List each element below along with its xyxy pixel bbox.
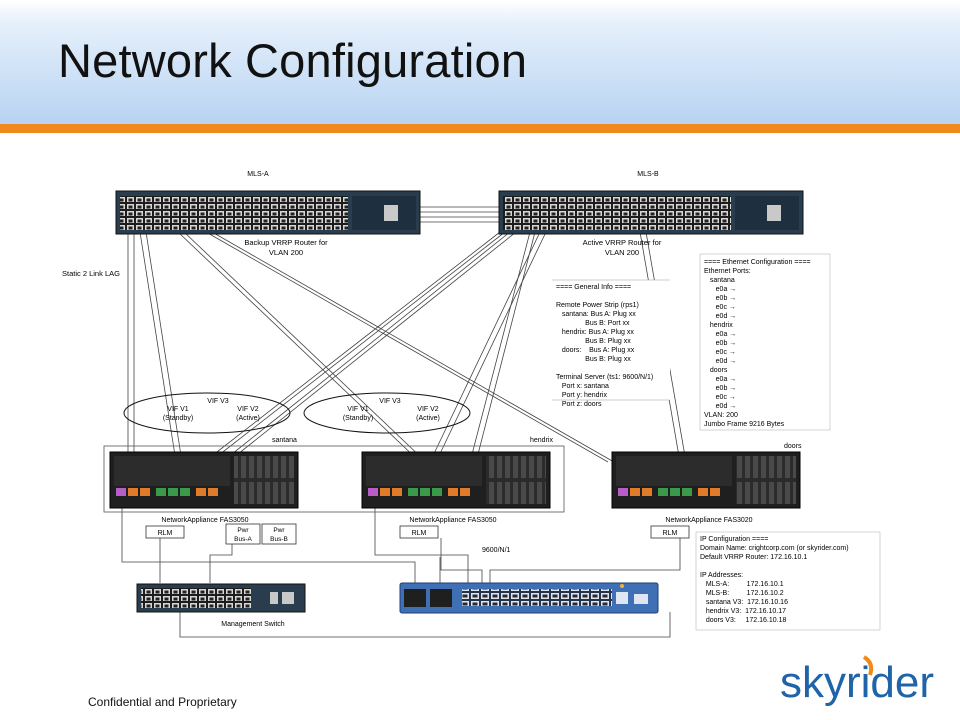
skyrider-logo: skyrider xyxy=(780,655,934,707)
vif-v1-label-santana: VIF V1 xyxy=(167,406,189,413)
svg-text:e0b →: e0b → xyxy=(704,295,736,302)
vif-v1-state-hendrix: (Standby) xyxy=(343,415,373,422)
mls-a-role-line2: VLAN 200 xyxy=(269,248,303,257)
mls-a-label: MLS-A xyxy=(247,171,269,178)
svg-text:Bus B: Plug xx: Bus B: Plug xx xyxy=(556,338,631,345)
svg-text:Bus B: Plug xx: Bus B: Plug xx xyxy=(556,356,631,363)
management-switch-label: Management Switch xyxy=(221,621,285,628)
svg-text:santana: santana xyxy=(704,277,735,284)
vif-v2-label-hendrix: VIF V2 xyxy=(417,406,439,413)
santana-rlm: RLM xyxy=(158,530,173,537)
svg-text:santana V3: 172.16.10.16: santana V3: 172.16.10.16 xyxy=(700,599,788,606)
general-info-text: ==== General Info ==== Remote Power Stri… xyxy=(556,284,653,408)
vif-v1-state-santana: (Standby) xyxy=(163,415,193,422)
svg-text:hendrix V3: 172.16.10.17: hendrix V3: 172.16.10.17 xyxy=(700,608,786,615)
svg-text:hendrix: hendrix xyxy=(704,322,733,329)
svg-text:Jumbo Frame 9216 Bytes: Jumbo Frame 9216 Bytes xyxy=(704,421,785,428)
svg-text:Remote Power Strip (rps1): Remote Power Strip (rps1) xyxy=(556,302,639,309)
svg-text:e0d →: e0d → xyxy=(704,358,736,365)
hendrix-model: NetworkAppliance FAS3050 xyxy=(409,517,496,524)
svg-text:e0d →: e0d → xyxy=(704,313,736,320)
svg-text:Ethernet Ports:: Ethernet Ports: xyxy=(704,268,751,275)
svg-text:e0b →: e0b → xyxy=(704,340,736,347)
pwr-bus-b-line1: Pwr xyxy=(273,527,285,534)
santana-label: santana xyxy=(272,437,297,444)
ethernet-config-panel xyxy=(699,253,831,431)
vif-v2-state-santana: (Active) xyxy=(236,415,260,422)
mls-b-label: MLS-B xyxy=(637,171,659,178)
svg-text:Bus B: Port xx: Bus B: Port xx xyxy=(556,320,630,327)
svg-text:IP Addresses:: IP Addresses: xyxy=(700,572,743,579)
hendrix-label: hendrix xyxy=(530,437,553,444)
mls-a-switch xyxy=(115,190,421,235)
svg-text:Port z: doors: Port z: doors xyxy=(556,401,602,408)
svg-text:Domain Name: crightcorp.com (o: Domain Name: crightcorp.com (or skyrider… xyxy=(700,545,849,552)
mls-b-role-line1: Active VRRP Router for xyxy=(583,238,662,247)
svg-text:doors: doors xyxy=(704,367,728,374)
vif-v3-label-hendrix: VIF V3 xyxy=(379,398,401,405)
svg-text:==== Ethernet Configuration ==: ==== Ethernet Configuration ==== xyxy=(704,259,811,266)
mls-a-role-line1: Backup VRRP Router for xyxy=(244,238,328,247)
doors-model: NetworkAppliance FAS3020 xyxy=(665,517,752,524)
terminal-server xyxy=(399,582,659,614)
doors-rlm: RLM xyxy=(663,530,678,537)
svg-text:Terminal Server (ts1: 9600/N/1: Terminal Server (ts1: 9600/N/1) xyxy=(556,374,653,381)
svg-text:e0a →: e0a → xyxy=(704,286,736,293)
title-banner xyxy=(0,0,960,124)
mls-b-switch xyxy=(498,190,804,235)
vif-v2-state-hendrix: (Active) xyxy=(416,415,440,422)
svg-text:doors: Bus A: Plug xx: doors: Bus A: Plug xx xyxy=(556,347,635,354)
svg-text:==== General Info ====: ==== General Info ==== xyxy=(556,284,631,291)
doors-label: doors xyxy=(784,443,802,450)
management-switch xyxy=(136,583,306,613)
page-title: Network Configuration xyxy=(58,34,528,87)
pwr-bus-b-line2: Bus-B xyxy=(270,536,288,543)
svg-text:e0c →: e0c → xyxy=(704,394,736,401)
svg-text:VLAN: 200: VLAN: 200 xyxy=(704,412,738,419)
svg-text:e0c →: e0c → xyxy=(704,304,736,311)
svg-text:MLS-B: 172.16.10.2: MLS-B: 172.16.10.2 xyxy=(700,590,784,597)
doors-filer xyxy=(611,451,801,509)
console-link-label: 9600/N/1 xyxy=(482,547,511,554)
svg-text:e0a →: e0a → xyxy=(704,376,736,383)
network-links xyxy=(121,206,687,638)
svg-text:doors V3: 172.16.10.18: doors V3: 172.16.10.18 xyxy=(700,617,786,624)
title-accent-bar xyxy=(0,124,960,133)
svg-text:e0b →: e0b → xyxy=(704,385,736,392)
svg-text:Port x: santana: Port x: santana xyxy=(556,383,609,390)
svg-text:Port y: hendrix: Port y: hendrix xyxy=(556,392,607,399)
ethernet-config-text: ==== Ethernet Configuration ==== Etherne… xyxy=(704,259,811,428)
svg-text:e0d →: e0d → xyxy=(704,403,736,410)
svg-text:IP Configuration ====: IP Configuration ==== xyxy=(700,536,768,543)
ip-config-text: IP Configuration ==== Domain Name: crigh… xyxy=(700,536,849,624)
vif-v2-label-santana: VIF V2 xyxy=(237,406,259,413)
pwr-bus-a-line2: Bus-A xyxy=(234,536,252,543)
general-info-panel xyxy=(552,280,670,400)
footer-text: Confidential and Proprietary xyxy=(88,695,237,709)
hendrix-rlm: RLM xyxy=(412,530,427,537)
hendrix-filer xyxy=(361,451,551,509)
ip-config-panel xyxy=(695,531,881,631)
svg-text:Default VRRP Router: 172.16.10: Default VRRP Router: 172.16.10.1 xyxy=(700,554,807,561)
svg-text:MLS-A: 172.16.10.1: MLS-A: 172.16.10.1 xyxy=(700,581,784,588)
svg-text:hendrix: Bus A: Plug xx: hendrix: Bus A: Plug xx xyxy=(556,329,634,336)
vif-v1-label-hendrix: VIF V1 xyxy=(347,406,369,413)
santana-model: NetworkAppliance FAS3050 xyxy=(161,517,248,524)
svg-text:e0c →: e0c → xyxy=(704,349,736,356)
lag-label: Static 2 Link LAG xyxy=(62,269,120,278)
svg-text:santana: Bus A: Plug xx: santana: Bus A: Plug xx xyxy=(556,311,636,318)
vif-v3-label-santana: VIF V3 xyxy=(207,398,229,405)
mls-b-role-line2: VLAN 200 xyxy=(605,248,639,257)
pwr-bus-a-line1: Pwr xyxy=(237,527,249,534)
svg-text:e0a →: e0a → xyxy=(704,331,736,338)
santana-filer xyxy=(109,451,299,509)
svg-text:skyrider: skyrider xyxy=(780,658,934,707)
